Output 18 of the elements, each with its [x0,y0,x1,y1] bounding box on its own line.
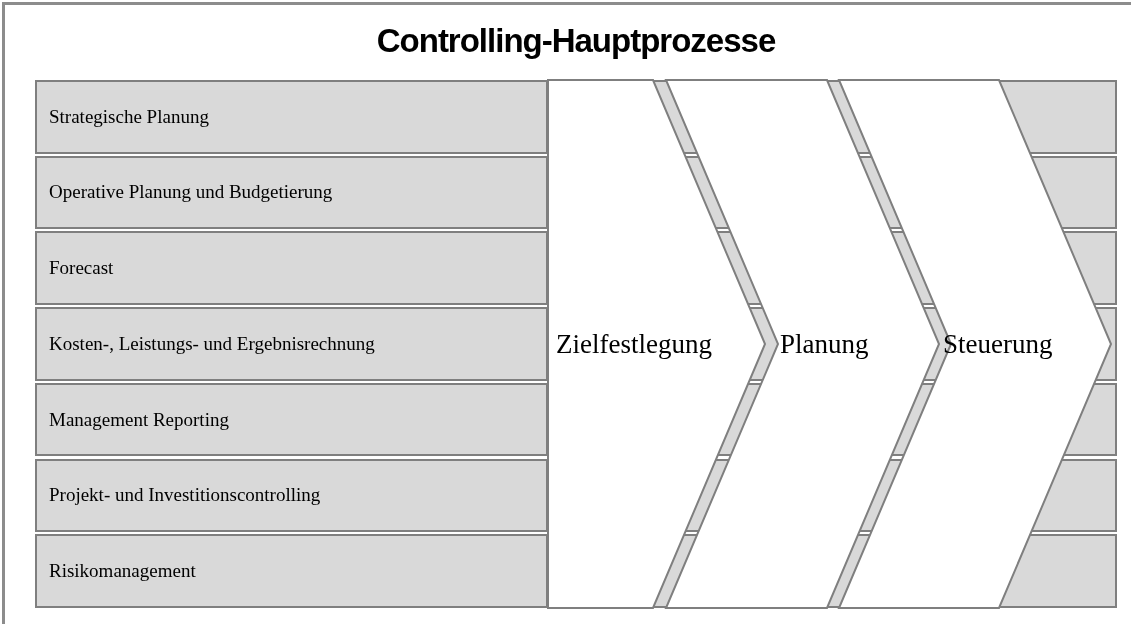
process-row-bar [35,155,548,230]
phase-label: Planung [780,327,869,361]
diagram-title: Controlling-Hauptprozesse [375,24,777,57]
process-row-bar [35,231,548,305]
phase-label: Zielfestlegung [556,327,712,361]
process-row-bar [35,307,548,381]
phase-label: Steuerung [943,327,1053,361]
process-label: Forecast [49,255,114,280]
process-label: Projekt- und Investitionscontrolling [49,483,321,507]
process-label: Risikomanagement [49,558,196,583]
process-label: Strategische Planung [49,104,209,129]
process-row-bar [35,382,548,457]
process-label: Operative Planung und Budgetierung [49,180,333,205]
process-row-bar [35,458,548,532]
process-label: Management Reporting [49,407,229,432]
process-row-bar [35,534,548,608]
process-row-bar [35,80,548,154]
process-label: Kosten-, Leistungs- und Ergebnisrechnung [49,331,375,356]
